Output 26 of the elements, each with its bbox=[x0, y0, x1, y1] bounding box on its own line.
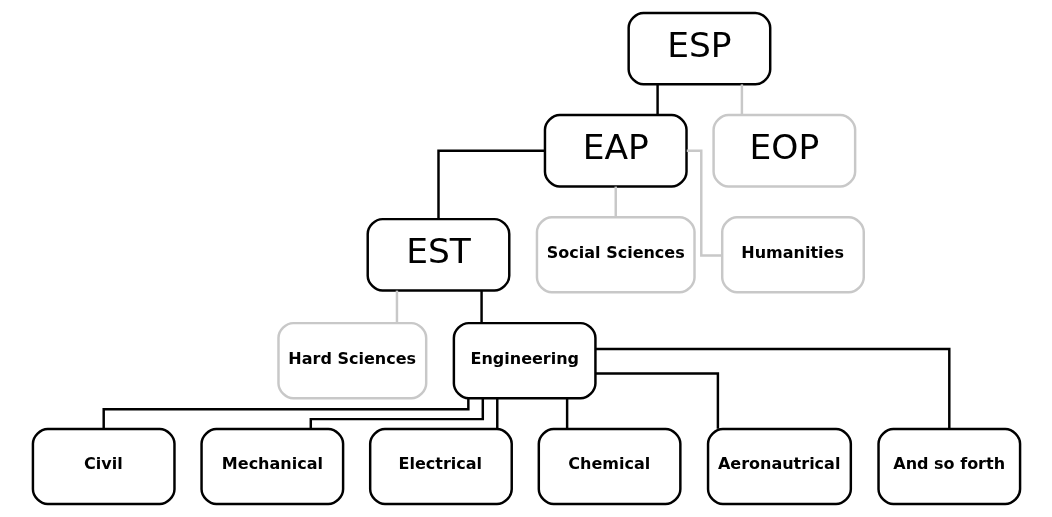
node-box: Mechanical bbox=[199, 427, 344, 506]
node-box: EAP bbox=[543, 113, 688, 188]
node-box: ESP bbox=[626, 11, 771, 86]
node-box: And so forth bbox=[876, 427, 1021, 506]
node-box: Aeronautrical bbox=[706, 427, 852, 506]
node-box: Civil bbox=[31, 427, 176, 506]
node-box: Humanities bbox=[720, 216, 865, 294]
node-box: EST bbox=[366, 217, 510, 292]
connector bbox=[436, 149, 545, 219]
node-box: EOP bbox=[711, 113, 856, 188]
connector bbox=[740, 84, 743, 115]
connector bbox=[495, 398, 498, 429]
connector bbox=[614, 186, 617, 218]
connector bbox=[479, 290, 483, 324]
node-box: Hard Sciences bbox=[276, 321, 427, 400]
connector bbox=[565, 398, 568, 429]
node-box: Social Sciences bbox=[535, 216, 696, 294]
connector bbox=[655, 84, 659, 115]
connector bbox=[101, 398, 470, 429]
node-box: Engineering bbox=[452, 321, 597, 400]
connector bbox=[395, 290, 398, 324]
node-box: Chemical bbox=[537, 427, 682, 506]
connector bbox=[309, 398, 484, 429]
connector bbox=[595, 372, 719, 429]
connector bbox=[595, 347, 951, 429]
node-box: Electrical bbox=[368, 427, 513, 506]
